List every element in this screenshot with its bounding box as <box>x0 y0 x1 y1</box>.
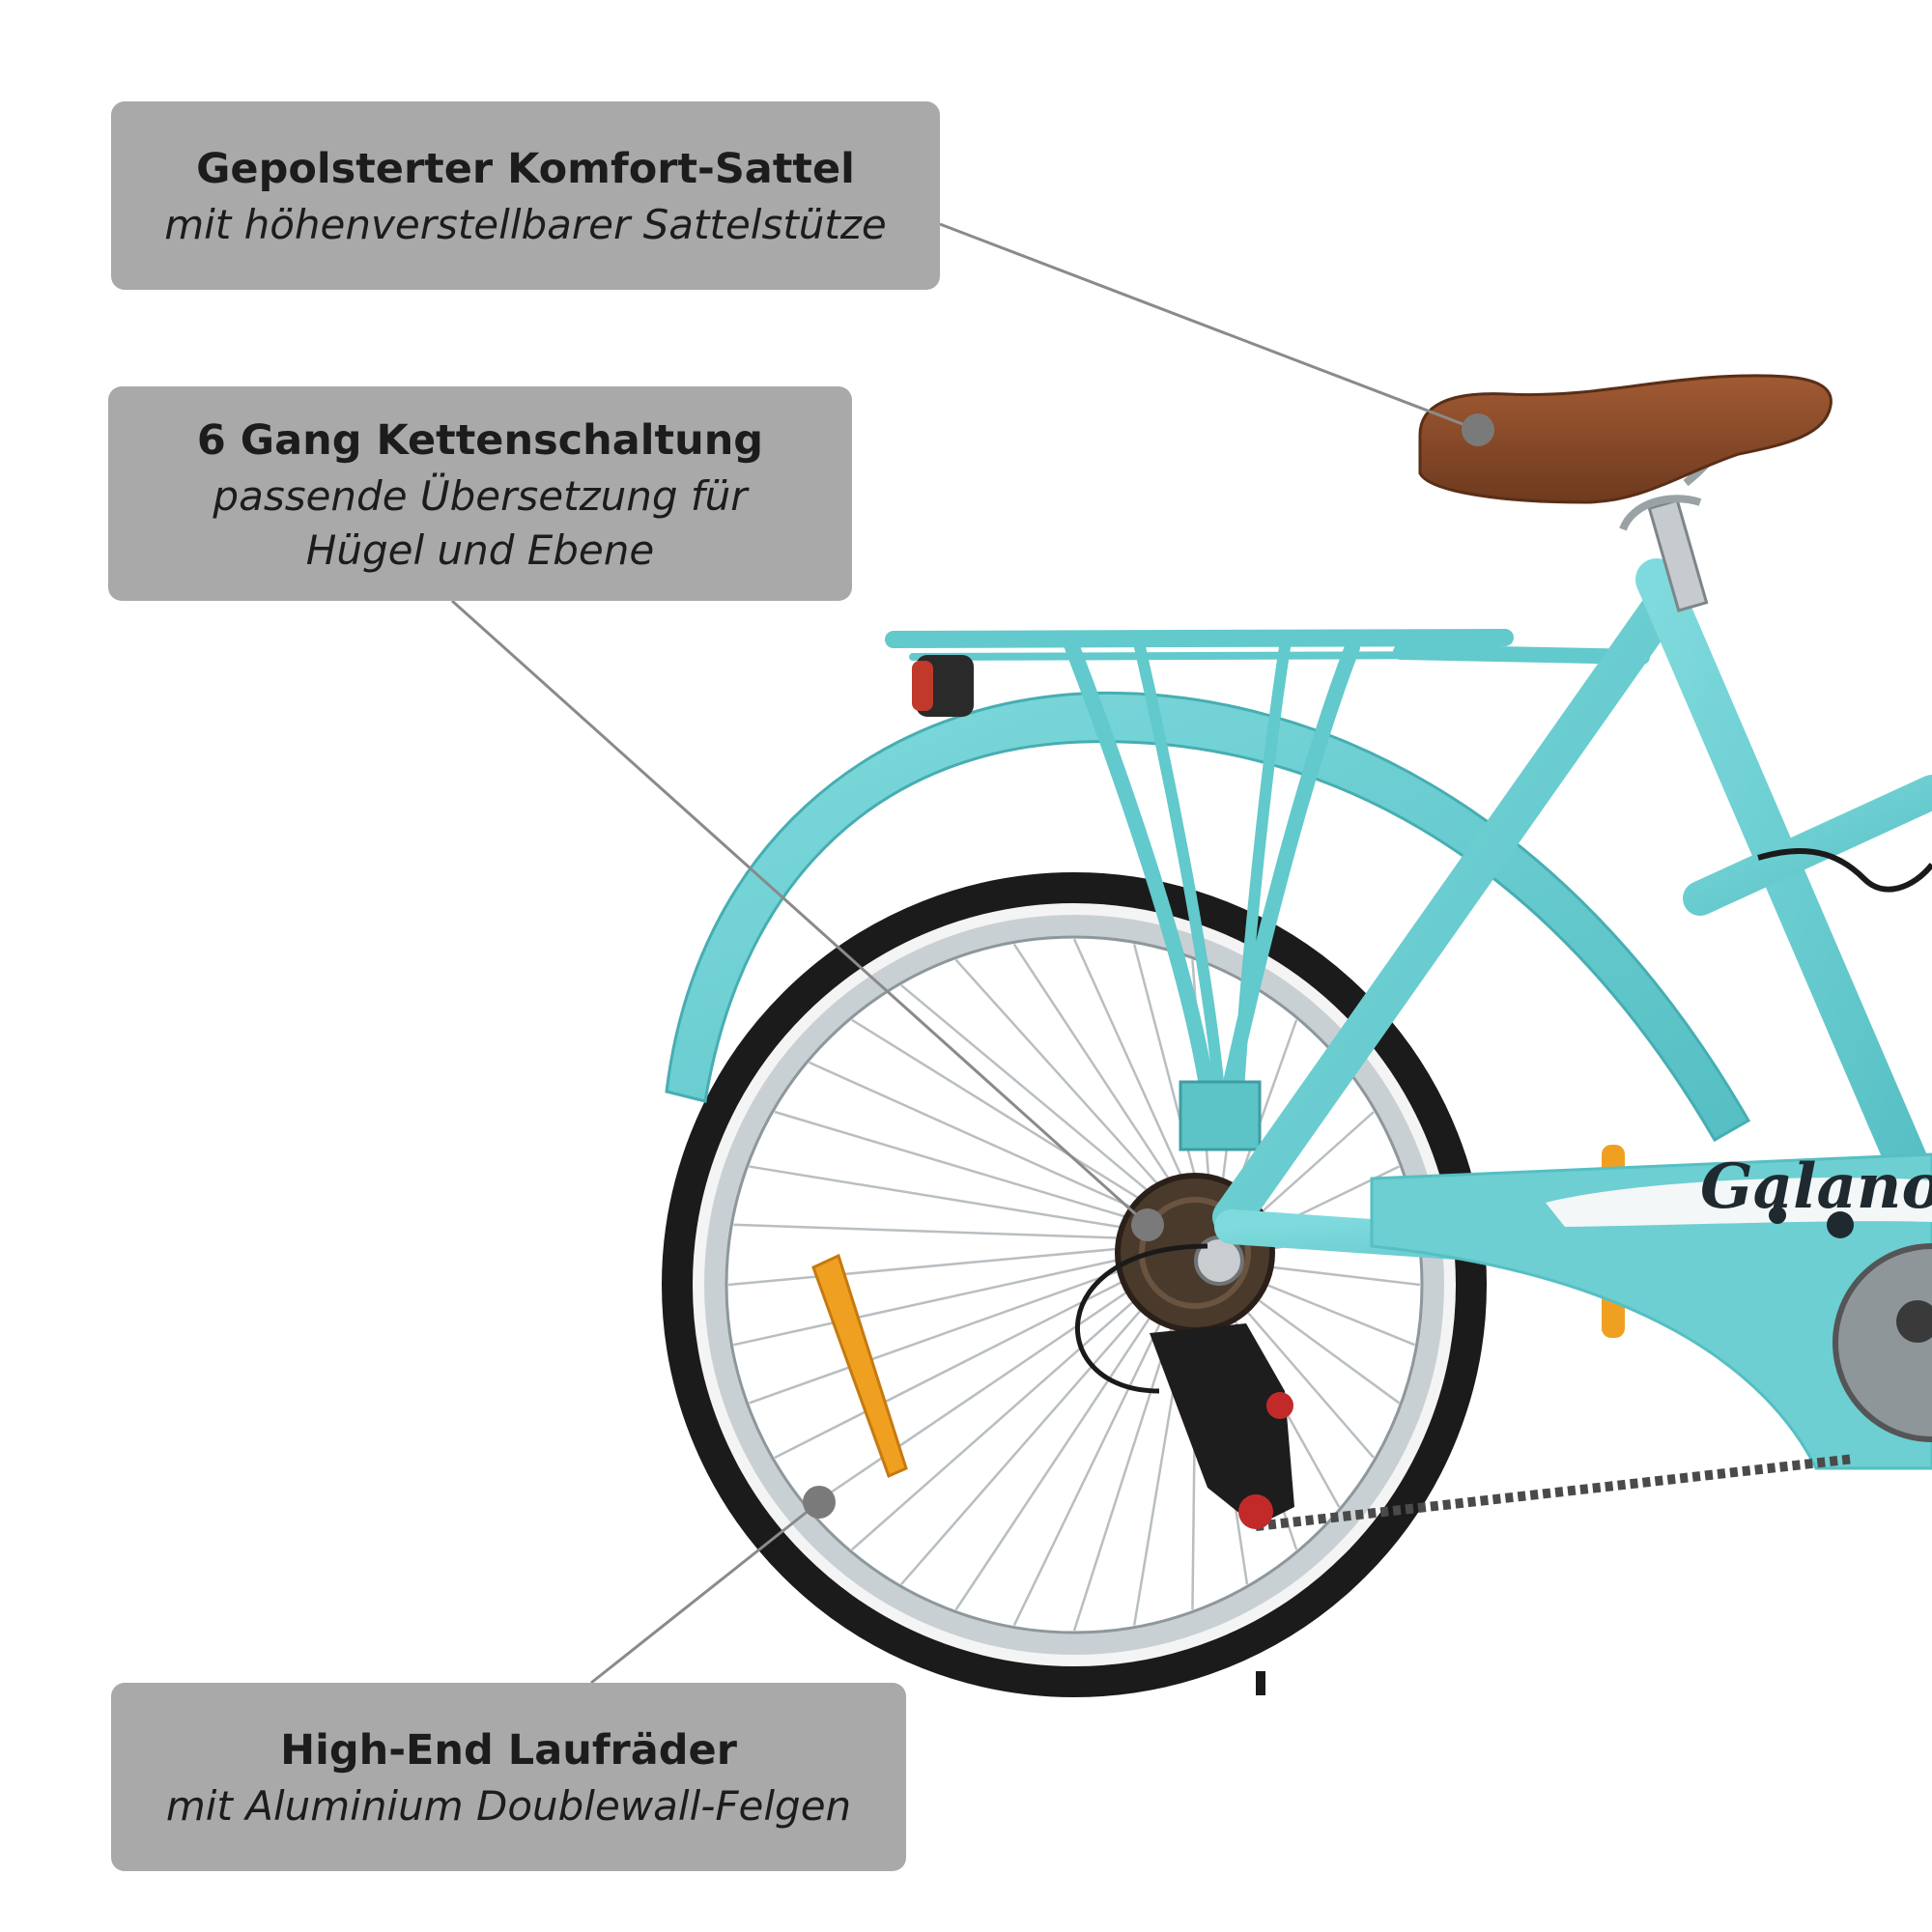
rim <box>704 915 1444 1655</box>
kickstand-tip <box>1256 1671 1265 1695</box>
gears-callout-subtitle-line2: Hügel und Ebene <box>305 526 655 574</box>
wheels-callout-subtitle: mit Aluminium Doublewall-Felgen <box>165 1782 852 1830</box>
spoke <box>809 1263 1170 1509</box>
saddle-callout-title: Gepolsterter Komfort-Sattel <box>196 145 855 193</box>
spoke <box>954 1275 1179 1611</box>
wheels-leader-line <box>590 1500 820 1685</box>
crankset <box>1833 1243 1932 1442</box>
tyre <box>662 872 1487 1697</box>
spoke <box>774 1258 1168 1460</box>
chain-guard-decal: Galano <box>1546 1151 1932 1238</box>
rear-rack <box>885 629 1650 1099</box>
spoke <box>733 1223 1170 1241</box>
seat-stay <box>1212 560 1700 1236</box>
mudguard <box>665 691 1751 1143</box>
rear-derailleur <box>1150 1323 1294 1529</box>
brake-cable <box>1757 848 1932 893</box>
spoke <box>1012 1278 1183 1627</box>
gears-leader-dot <box>1131 1208 1164 1241</box>
wheels-leader-dot <box>803 1486 836 1519</box>
bike-frame <box>1212 558 1932 1470</box>
spoke <box>749 1253 1167 1405</box>
spoke <box>851 1267 1172 1551</box>
gears-leader-line <box>450 599 1150 1227</box>
chain-guard <box>1370 1152 1932 1470</box>
top-tube <box>1683 775 1932 916</box>
leader-lines <box>450 222 1494 1685</box>
spoke <box>900 984 1190 1226</box>
saddle-leader-dot <box>1462 413 1494 446</box>
gears-callout-title: 6 Gang Kettenschaltung <box>196 416 764 465</box>
spoke <box>733 1248 1167 1347</box>
saddle-leader-line <box>939 222 1479 432</box>
spoke <box>749 1165 1173 1237</box>
spoke-reflector <box>811 1253 908 1479</box>
saddle <box>1418 374 1833 504</box>
spoke <box>851 1018 1185 1228</box>
brand-logo-text: Galano <box>1700 1151 1932 1223</box>
saddle-callout: Gepolsterter Komfort-Sattel mit höhenver… <box>111 101 940 290</box>
tyre-sidewall <box>693 903 1456 1666</box>
seat-tube <box>1635 558 1932 1219</box>
tail-light <box>912 655 974 717</box>
spoke <box>727 1242 1168 1287</box>
spoke <box>774 1110 1176 1234</box>
shift-cable <box>1075 1243 1208 1394</box>
wheels-callout-title: High-End Laufräder <box>280 1726 737 1775</box>
rack-bracket <box>1179 1080 1262 1151</box>
wheels-callout: High-End Laufräder mit Aluminium Doublew… <box>111 1683 906 1871</box>
chain <box>1255 1454 1856 1531</box>
gears-callout-subtitle-line1: passende Übersetzung für <box>213 472 748 520</box>
spoke <box>900 1271 1175 1585</box>
spoke <box>809 1061 1180 1230</box>
spoke <box>954 958 1195 1225</box>
rear-wheel <box>662 872 1487 1697</box>
saddle-callout-subtitle: mit höhenverstellbarer Sattelstütze <box>164 201 887 248</box>
gears-callout: 6 Gang Kettenschaltung passende Übersetz… <box>108 386 852 601</box>
